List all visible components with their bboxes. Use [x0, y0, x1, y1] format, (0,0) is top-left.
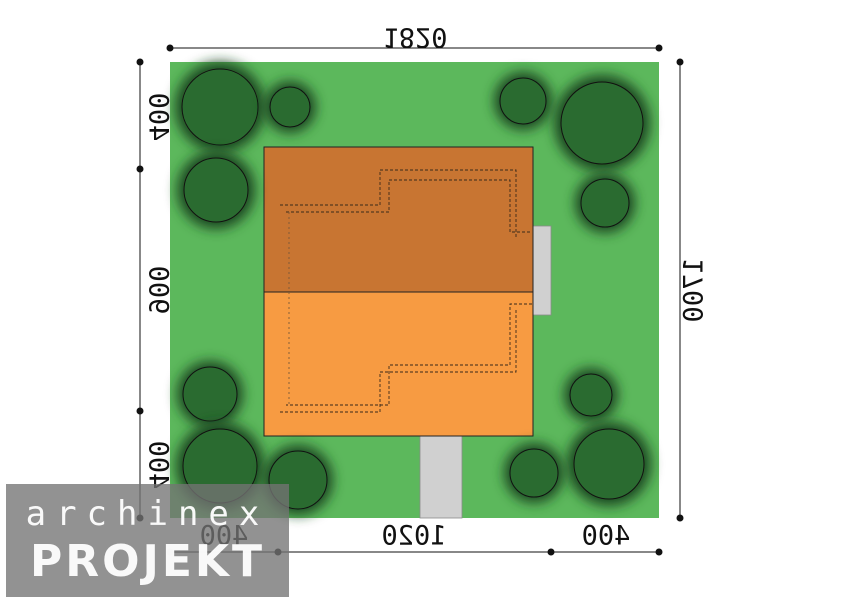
dim-left-bottom: 400 — [143, 441, 174, 490]
tree — [554, 75, 650, 171]
tree — [175, 62, 265, 152]
tree — [575, 173, 635, 233]
trees — [175, 62, 651, 515]
tree — [567, 422, 651, 506]
dim-top: 1820 — [382, 22, 447, 53]
tree — [494, 72, 552, 130]
dim-bottom-right: 400 — [582, 521, 631, 552]
tree — [177, 151, 255, 229]
building-outline — [280, 169, 532, 413]
tree — [504, 443, 564, 503]
archinex-watermark: archinex PROJEKT — [6, 484, 289, 597]
dim-right: 1700 — [679, 257, 710, 322]
roof-front-slope — [263, 291, 534, 437]
watermark-projekt-text: PROJEKT — [29, 536, 266, 587]
tree — [264, 81, 316, 133]
dim-bottom-middle: 1020 — [381, 521, 446, 552]
terrace — [531, 225, 552, 316]
tree — [564, 368, 618, 422]
dim-left-middle: 900 — [143, 266, 174, 315]
roof-back-slope — [263, 146, 534, 293]
dim-left-top: 400 — [143, 93, 174, 142]
tree — [177, 361, 243, 427]
driveway — [419, 435, 463, 519]
watermark-brand-text: archinex — [25, 494, 270, 534]
